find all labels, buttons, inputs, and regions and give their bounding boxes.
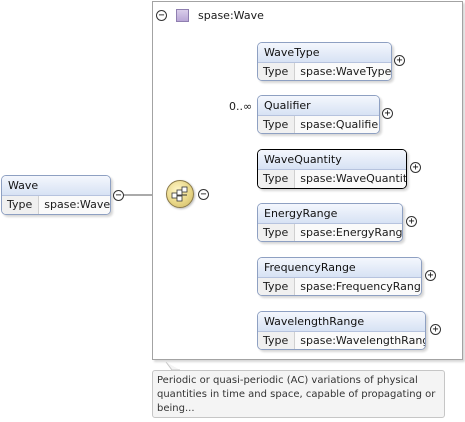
type-label: Type — [258, 116, 296, 133]
element-name: WaveQuantity — [258, 150, 406, 170]
sequence-compositor-icon[interactable] — [166, 180, 194, 208]
wavelengthrange-expand-plus-icon[interactable]: + — [430, 324, 441, 335]
wavetype-expand-plus-icon[interactable]: + — [394, 55, 405, 66]
element-name: EnergyRange — [258, 204, 402, 224]
element-type-row: Type spase:EnergyRange — [258, 224, 402, 241]
documentation-annotation: Periodic or quasi-periodic (AC) variatio… — [152, 370, 445, 418]
type-label: Type — [258, 170, 296, 188]
type-value: spase:WaveQuantity — [295, 170, 406, 188]
element-type-row: Type spase:Wave — [2, 196, 110, 214]
complex-type-header: − spase:Wave — [153, 2, 462, 30]
element-type-row: Type spase:Qualifier — [258, 116, 379, 133]
type-label: Type — [2, 196, 40, 214]
element-type-row: Type spase:WaveQuantity — [258, 170, 406, 188]
qualifier-expand-plus-icon[interactable]: + — [382, 108, 393, 119]
type-value: spase:FrequencyRange — [295, 278, 421, 295]
sequence-glyph-icon — [171, 186, 188, 202]
element-type-row: Type spase:WavelengthRange — [258, 332, 425, 349]
occurrence-label: 0..∞ — [229, 100, 253, 113]
type-value: spase:EnergyRange — [295, 224, 402, 241]
child-element-wavelengthrange[interactable]: WavelengthRange Type spase:WavelengthRan… — [257, 311, 426, 350]
type-value: spase:WaveType — [295, 63, 391, 80]
element-name: FrequencyRange — [258, 258, 421, 278]
child-element-wavetype[interactable]: WaveType Type spase:WaveType — [257, 42, 392, 81]
type-value: spase:Qualifier — [295, 116, 379, 133]
child-element-frequencyrange[interactable]: FrequencyRange Type spase:FrequencyRange — [257, 257, 422, 296]
energyrange-expand-plus-icon[interactable]: + — [406, 216, 417, 227]
frequencyrange-expand-plus-icon[interactable]: + — [425, 270, 436, 281]
root-collapse-minus-icon[interactable]: − — [113, 190, 124, 201]
complex-type-swatch-icon — [176, 9, 189, 22]
complex-type-title: spase:Wave — [198, 9, 264, 22]
element-type-row: Type spase:WaveType — [258, 63, 391, 80]
sequence-collapse-minus-icon[interactable]: − — [198, 189, 209, 200]
type-value: spase:WavelengthRange — [295, 332, 425, 349]
element-name: Wave — [2, 176, 110, 196]
element-name: WaveType — [258, 43, 391, 63]
type-label: Type — [258, 63, 296, 80]
child-element-wavequantity[interactable]: WaveQuantity Type spase:WaveQuantity — [257, 149, 407, 189]
collapse-minus-icon[interactable]: − — [156, 10, 167, 21]
wavequantity-expand-plus-icon[interactable]: + — [410, 162, 421, 173]
element-name: Qualifier — [258, 96, 379, 116]
type-label: Type — [258, 224, 296, 241]
root-element-wave[interactable]: Wave Type spase:Wave — [1, 175, 111, 215]
element-name: WavelengthRange — [258, 312, 425, 332]
type-value: spase:Wave — [39, 196, 110, 214]
type-label: Type — [258, 278, 296, 295]
element-type-row: Type spase:FrequencyRange — [258, 278, 421, 295]
child-element-energyrange[interactable]: EnergyRange Type spase:EnergyRange — [257, 203, 403, 242]
type-label: Type — [258, 332, 296, 349]
child-element-qualifier[interactable]: Qualifier Type spase:Qualifier — [257, 95, 380, 134]
